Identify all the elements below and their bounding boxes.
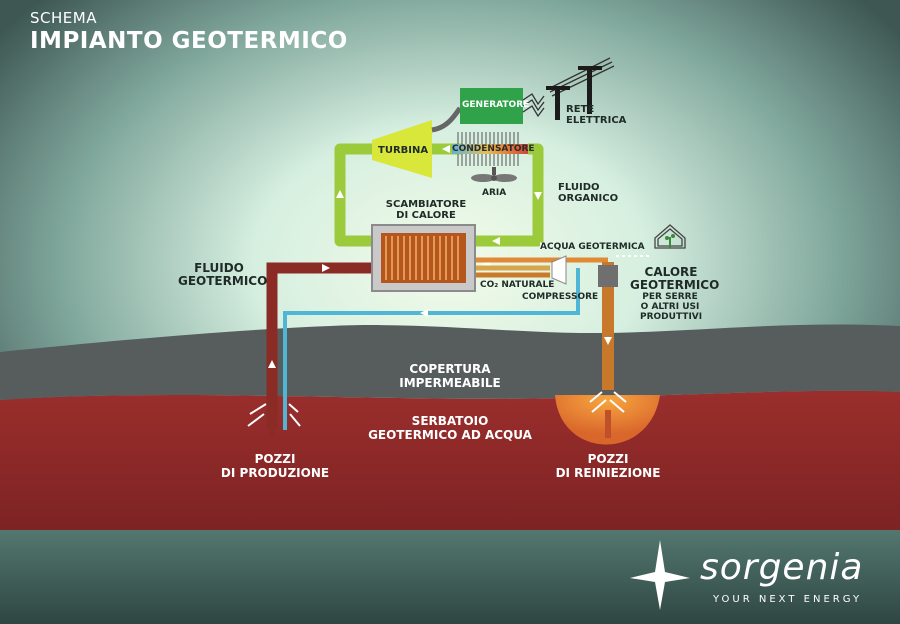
natural-co2-label: CO₂ NATURALE <box>480 280 555 290</box>
valve-box <box>598 265 618 287</box>
greenhouse-icon <box>654 224 686 249</box>
reservoir-layer <box>0 390 900 530</box>
page-kicker: SCHEMA <box>30 9 97 27</box>
production-wells-label: POZZI DI PRODUZIONE <box>220 452 330 480</box>
reservoir-label: SERBATOIO GEOTERMICO AD ACQUA <box>368 414 532 442</box>
organic-loop-arrows <box>336 145 542 245</box>
condenser-label: CONDENSATORE <box>452 144 535 154</box>
heat-exchanger-label: SCAMBIATORE DI CALORE <box>385 199 467 221</box>
production-well-stub <box>269 428 275 438</box>
heat-exchanger <box>371 224 476 292</box>
outlet-arrows <box>540 242 612 345</box>
geothermal-fluid-label: FLUIDO GEOTERMICO <box>178 261 268 288</box>
generator-label: GENERATORE <box>462 100 530 110</box>
reinjection-well-stub <box>605 410 611 438</box>
pylon-icon <box>546 66 602 120</box>
condenser-icon <box>452 132 528 166</box>
brand-tagline: YOUR NEXT ENERGY <box>713 594 863 605</box>
turbine-shaft <box>431 106 463 133</box>
compressor-label: COMPRESSORE <box>522 292 599 302</box>
turbine-label: TURBINA <box>378 145 429 156</box>
fan-icon <box>471 167 517 182</box>
page-title: IMPIANTO GEOTERMICO <box>30 28 348 54</box>
cap-rock-layer <box>0 324 900 400</box>
reinjection-outflow-arrows <box>589 391 627 413</box>
turbine-icon <box>372 120 432 178</box>
power-lines <box>522 57 615 118</box>
sorgenia-logo-icon <box>630 540 690 610</box>
production-inflow-arrows <box>247 403 301 427</box>
geothermal-fluid-pipe <box>266 262 580 430</box>
reinjection-wells-label: POZZI DI REINIEZIONE <box>555 452 661 480</box>
air-label: ARIA <box>482 188 507 198</box>
geothermal-heat-label: CALORE GEOTERMICO <box>630 265 720 292</box>
bottom-band <box>0 525 900 624</box>
generator-icon <box>460 88 523 124</box>
organic-fluid-label: FLUIDO ORGANICO <box>558 182 619 204</box>
heat-use-label: PER SERRE O ALTRI USI PRODUTTIVI <box>640 292 703 322</box>
grid-label: RETE ELETTRICA <box>566 104 627 126</box>
geothermal-water-label: ACQUA GEOTERMICA <box>540 242 645 252</box>
cap-rock-label: COPERTURA IMPERMEABILE <box>399 362 501 390</box>
compressor-icon <box>551 255 567 285</box>
brand-name: sorgenia <box>700 547 864 588</box>
